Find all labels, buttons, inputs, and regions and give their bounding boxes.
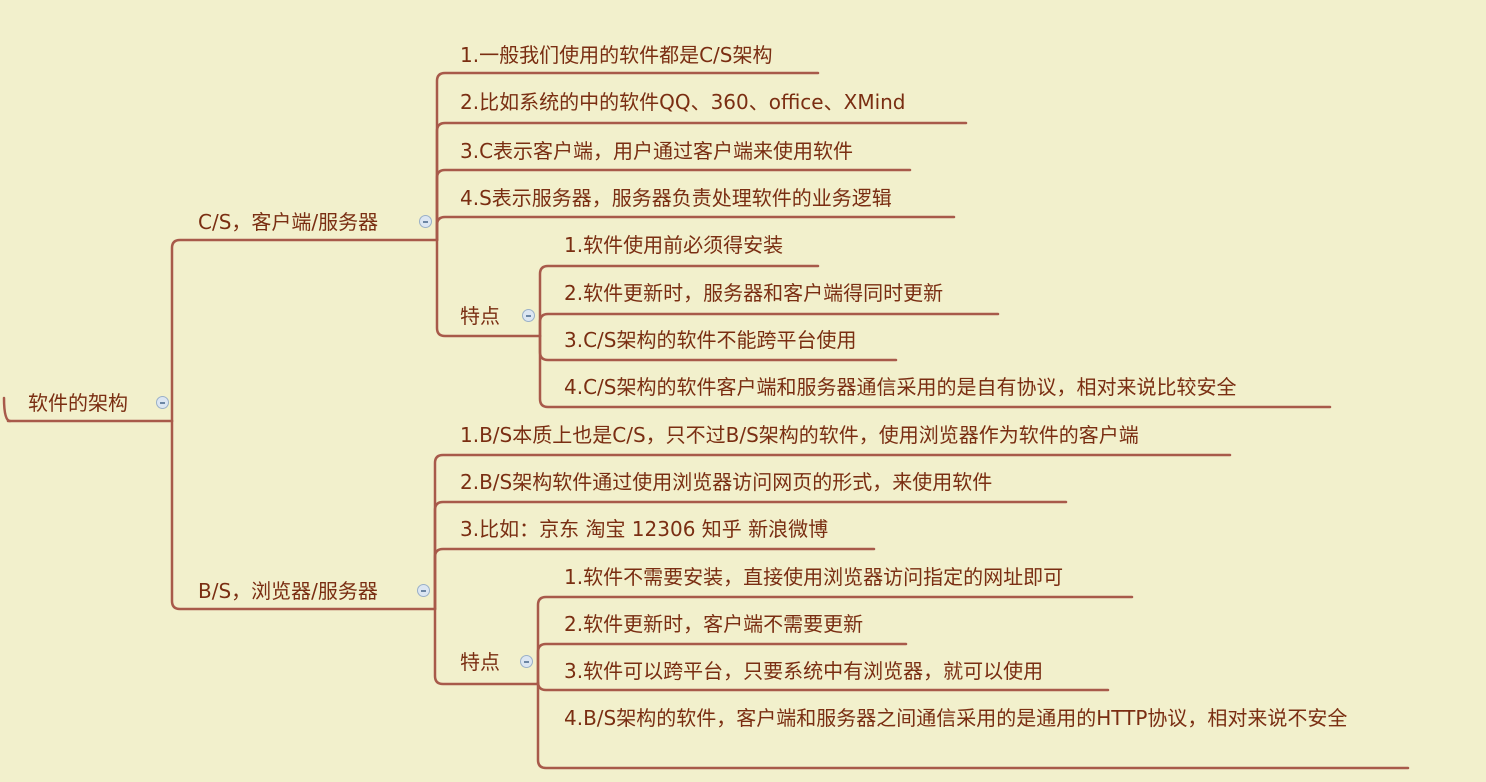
cs-connector-4 [435,215,956,242]
cs-connector-2 [435,121,968,242]
cs-feature-connector-4 [538,334,1332,409]
cs-item-2[interactable]: 2.比如系统的中的软件QQ、360、office、XMind [460,90,906,114]
collapse-icon[interactable] [419,215,432,228]
root-hook [2,396,12,423]
collapse-icon[interactable] [156,396,169,409]
branch-node-bs[interactable]: B/S，浏览器/服务器 [198,579,378,603]
bs-connector-2 [433,500,1068,611]
bs-feature-1[interactable]: 1.软件不需要安装，直接使用浏览器访问指定的网址即可 [564,565,1064,589]
root-node[interactable]: 软件的架构 [28,391,128,415]
bs-item-1[interactable]: 1.B/S本质上也是C/S，只不过B/S架构的软件，使用浏览器作为软件的客户端 [460,423,1139,447]
branch-node-cs[interactable]: C/S，客户端/服务器 [198,210,379,234]
bs-features-node[interactable]: 特点 [460,650,500,674]
cs-item-4[interactable]: 4.S表示服务器，服务器负责处理软件的业务逻辑 [460,186,892,210]
branch-connector-bs [170,419,437,611]
cs-item-1[interactable]: 1.一般我们使用的软件都是C/S架构 [460,43,773,67]
bs-item-3[interactable]: 3.比如：京东 淘宝 12306 知乎 新浪微博 [460,517,829,541]
cs-feature-connector-2 [538,312,1000,338]
cs-feature-4[interactable]: 4.C/S架构的软件客户端和服务器通信采用的是自有协议，相对来说比较安全 [564,375,1237,399]
bs-feature-connector-3 [536,681,1110,692]
cs-connector-3 [435,168,912,242]
collapse-icon[interactable] [522,309,535,322]
bs-features-connector [433,607,540,686]
branch-connector-cs [170,238,439,423]
bs-connector-1 [433,453,1232,611]
cs-feature-connector-1 [538,264,820,338]
bs-feature-2[interactable]: 2.软件更新时，客户端不需要更新 [564,612,864,636]
cs-features-node[interactable]: 特点 [460,304,500,328]
collapse-icon[interactable] [417,584,430,597]
cs-feature-2[interactable]: 2.软件更新时，服务器和客户端得同时更新 [564,281,944,305]
bs-feature-3[interactable]: 3.软件可以跨平台，只要系统中有浏览器，就可以使用 [564,659,1044,683]
cs-features-connector [435,238,542,338]
bs-feature-connector-2 [536,642,908,686]
bs-feature-4[interactable]: 4.B/S架构的软件，客户端和服务器之间通信采用的是通用的HTTP协议，相对来说… [564,706,1348,730]
cs-feature-3[interactable]: 3.C/S架构的软件不能跨平台使用 [564,328,857,352]
bs-feature-connector-1 [536,595,1134,686]
collapse-icon[interactable] [520,655,533,668]
cs-feature-1[interactable]: 1.软件使用前必须得安装 [564,233,784,257]
bs-connector-3 [433,547,876,611]
bs-item-2[interactable]: 2.B/S架构软件通过使用浏览器访问网页的形式，来使用软件 [460,470,993,494]
cs-item-3[interactable]: 3.C表示客户端，用户通过客户端来使用软件 [460,139,854,163]
bs-feature-connector-4 [536,682,1410,770]
cs-connector-1 [435,71,820,242]
